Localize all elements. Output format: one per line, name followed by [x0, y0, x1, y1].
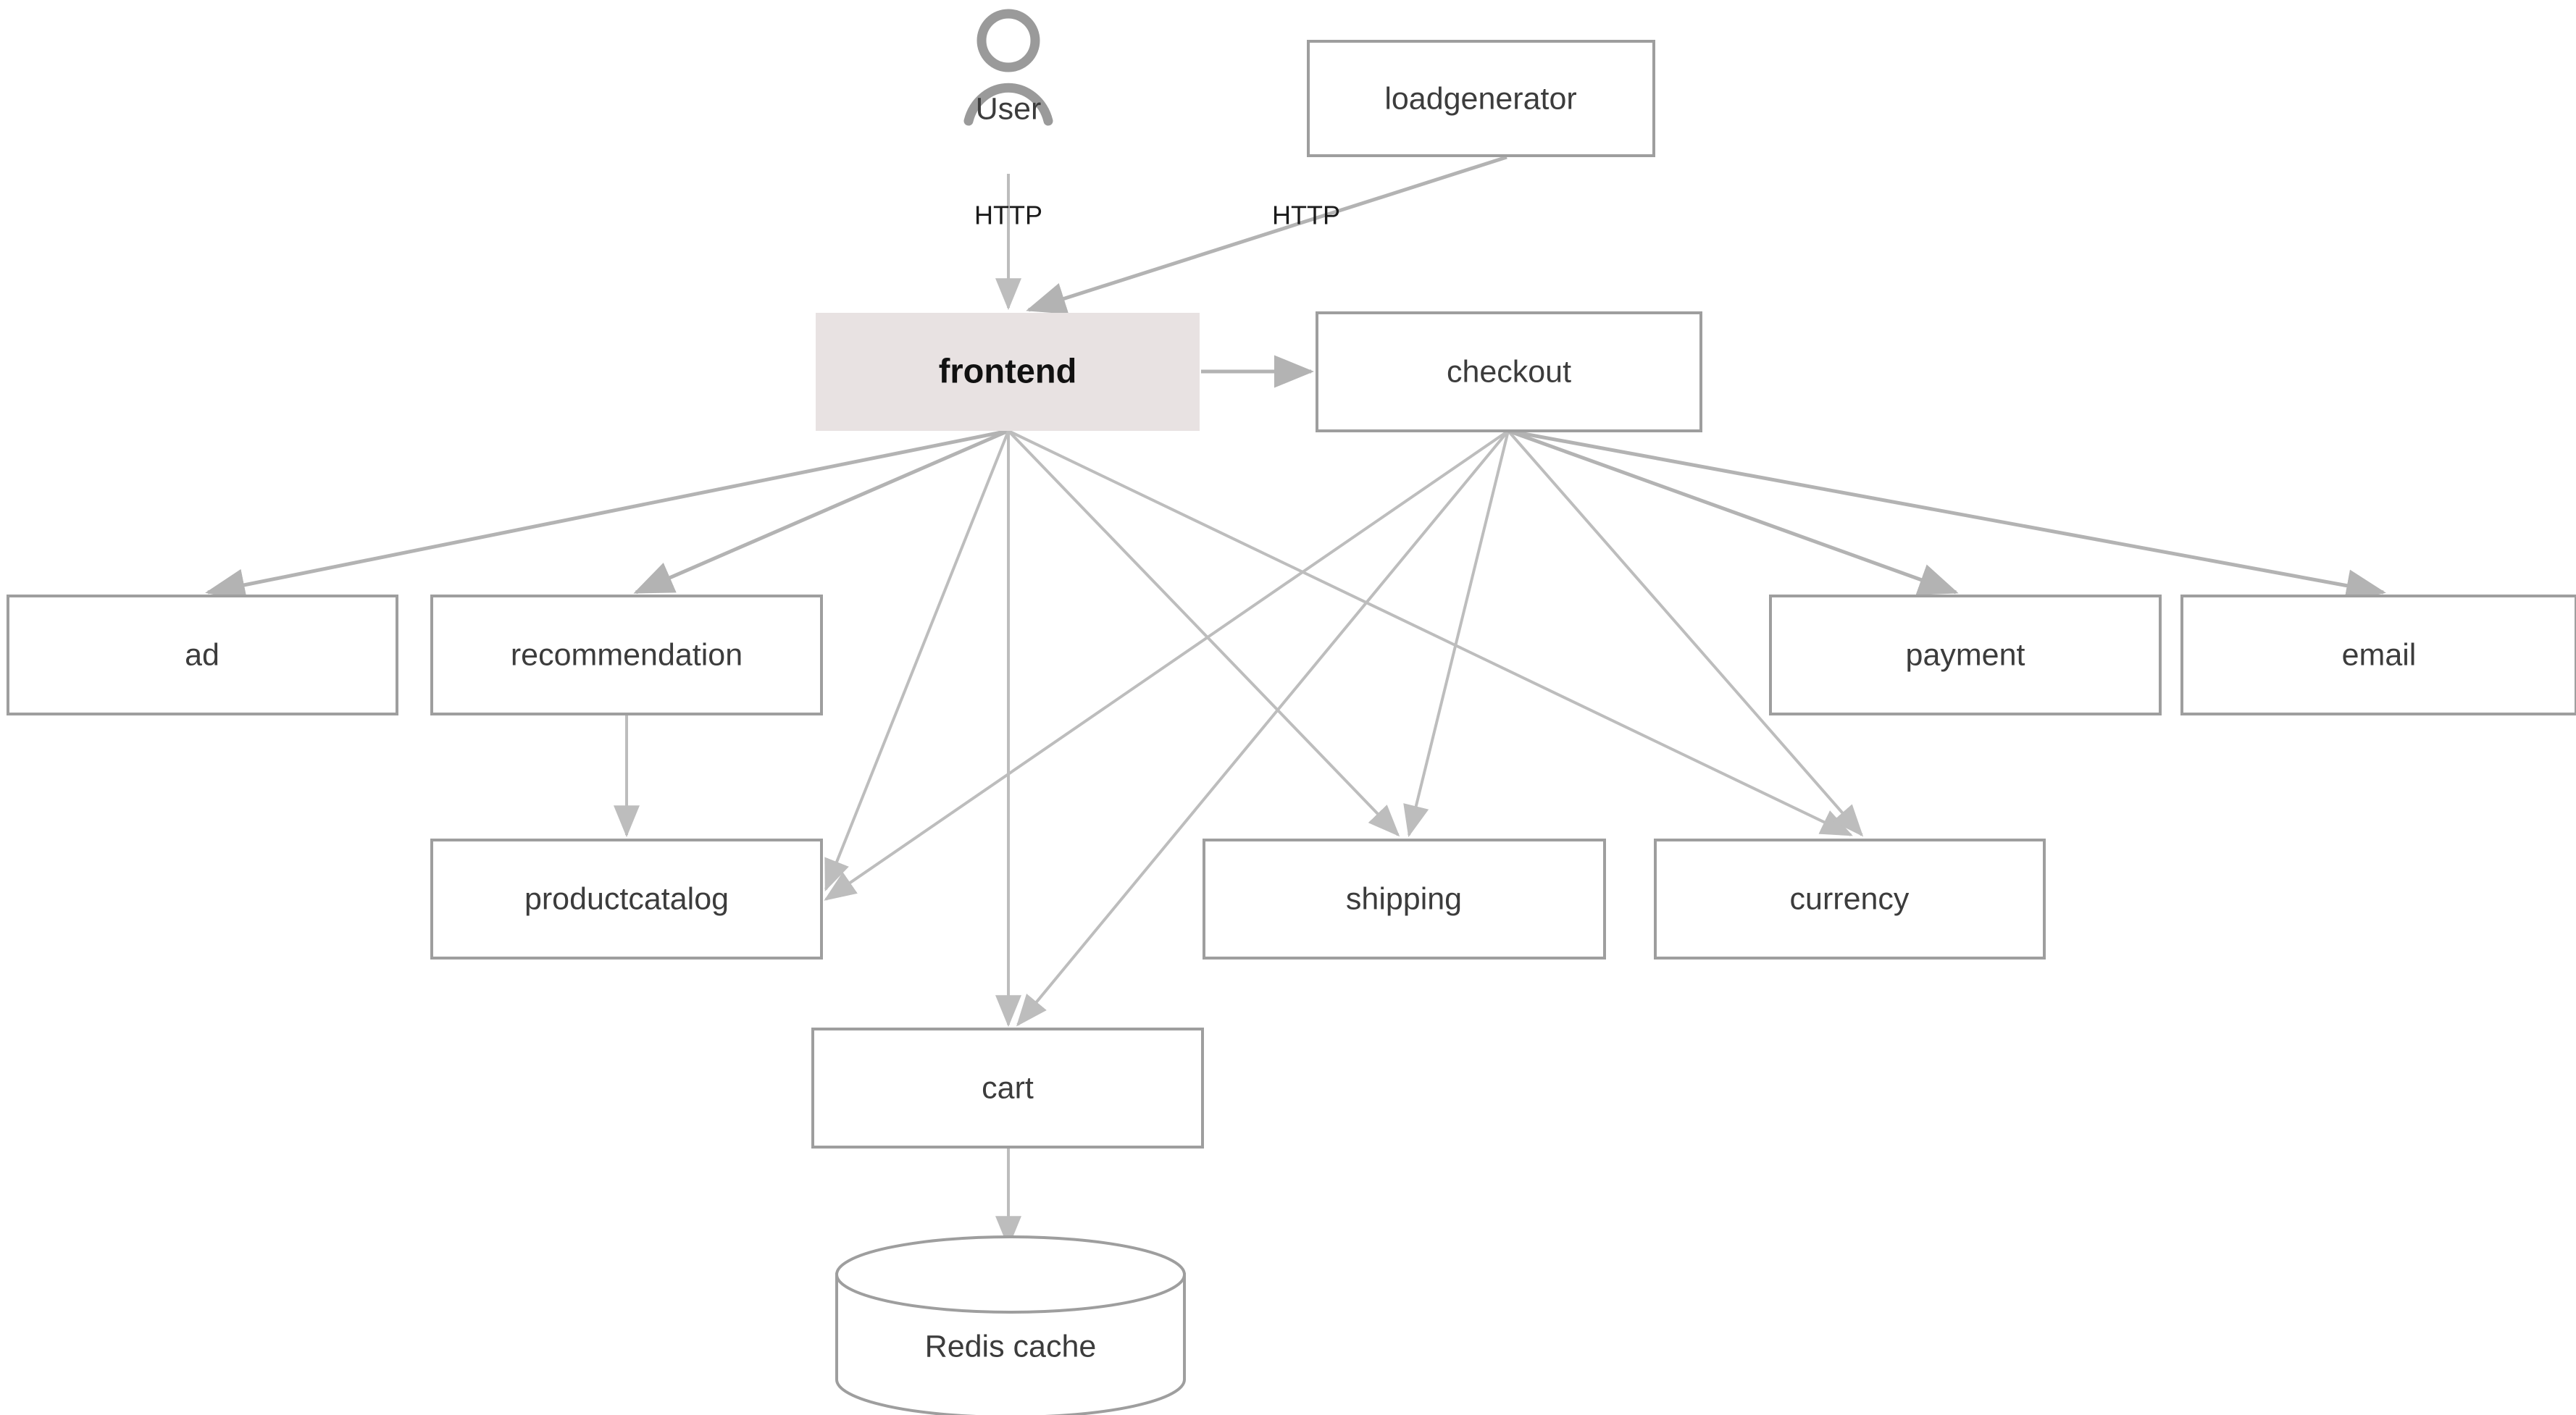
- edge-label-layer: HTTP HTTP: [974, 201, 1340, 230]
- node-checkout-label: checkout: [1447, 354, 1571, 389]
- actor-label-user: User: [976, 91, 1042, 126]
- node-redis[interactable]: Redis cache: [835, 1235, 1186, 1415]
- node-shipping-label: shipping: [1346, 881, 1462, 916]
- node-frontend[interactable]: frontend: [816, 313, 1200, 431]
- node-email-box[interactable]: [2180, 595, 2576, 715]
- edge-label-loadgenerator-frontend: HTTP: [1272, 201, 1340, 230]
- node-checkout[interactable]: checkout: [1316, 311, 1702, 432]
- edge-frontend-ad: [205, 429, 1009, 601]
- node-frontend-box[interactable]: [816, 313, 1200, 431]
- node-currency[interactable]: currency: [1654, 839, 2046, 960]
- edge-label-user-frontend: HTTP: [974, 201, 1042, 230]
- node-redis-body[interactable]: [835, 1273, 1186, 1415]
- node-currency-label: currency: [1790, 881, 1910, 916]
- node-productcatalog-box[interactable]: [430, 839, 823, 960]
- node-currency-box[interactable]: [1654, 839, 2046, 960]
- actor-user[interactable]: User: [963, 9, 1053, 126]
- node-email[interactable]: email: [2180, 595, 2576, 715]
- edge-loadgenerator-frontend: [1026, 155, 1507, 314]
- edge-checkout-productcatalog: [824, 429, 1510, 901]
- node-redis-label: Redis cache: [925, 1329, 1097, 1364]
- node-loadgenerator-label: loadgenerator: [1384, 81, 1576, 116]
- edge-checkout-payment: [1507, 429, 1959, 595]
- edge-checkout-shipping: [1403, 430, 1510, 838]
- node-checkout-box[interactable]: [1316, 311, 1702, 432]
- node-ad-label: ad: [185, 637, 219, 672]
- node-cart[interactable]: cart: [811, 1028, 1204, 1149]
- node-email-label: email: [2342, 637, 2417, 672]
- node-payment-box[interactable]: [1769, 595, 2162, 715]
- edge-frontend-shipping: [1007, 429, 1400, 837]
- node-shipping[interactable]: shipping: [1203, 839, 1606, 960]
- node-frontend-label: frontend: [939, 351, 1077, 390]
- node-ad-box[interactable]: [7, 595, 398, 715]
- node-recommendation[interactable]: recommendation: [430, 595, 823, 715]
- node-ad[interactable]: ad: [7, 595, 398, 715]
- node-productcatalog-label: productcatalog: [524, 881, 729, 916]
- edge-frontend-recommendation: [633, 429, 1009, 595]
- edge-checkout-cart: [1016, 429, 1510, 1027]
- edge-frontend-currency: [1008, 429, 1853, 836]
- person-icon: [963, 9, 1053, 126]
- node-recommendation-box[interactable]: [430, 595, 823, 715]
- node-redis-top: [835, 1235, 1186, 1314]
- node-cart-box[interactable]: [811, 1028, 1204, 1149]
- edge-checkout-currency: [1507, 429, 1864, 837]
- node-payment-label: payment: [1906, 637, 2025, 672]
- node-payment[interactable]: payment: [1769, 595, 2162, 715]
- node-loadgenerator-box[interactable]: [1307, 40, 1655, 157]
- node-productcatalog[interactable]: productcatalog: [430, 839, 823, 960]
- node-cart-label: cart: [982, 1070, 1034, 1105]
- edge-layer: [205, 155, 2386, 1248]
- node-shipping-box[interactable]: [1203, 839, 1606, 960]
- node-loadgenerator[interactable]: loadgenerator: [1307, 40, 1655, 157]
- edge-frontend-productcatalog: [824, 430, 1010, 891]
- edge-checkout-email: [1507, 429, 2386, 602]
- node-recommendation-label: recommendation: [511, 637, 743, 672]
